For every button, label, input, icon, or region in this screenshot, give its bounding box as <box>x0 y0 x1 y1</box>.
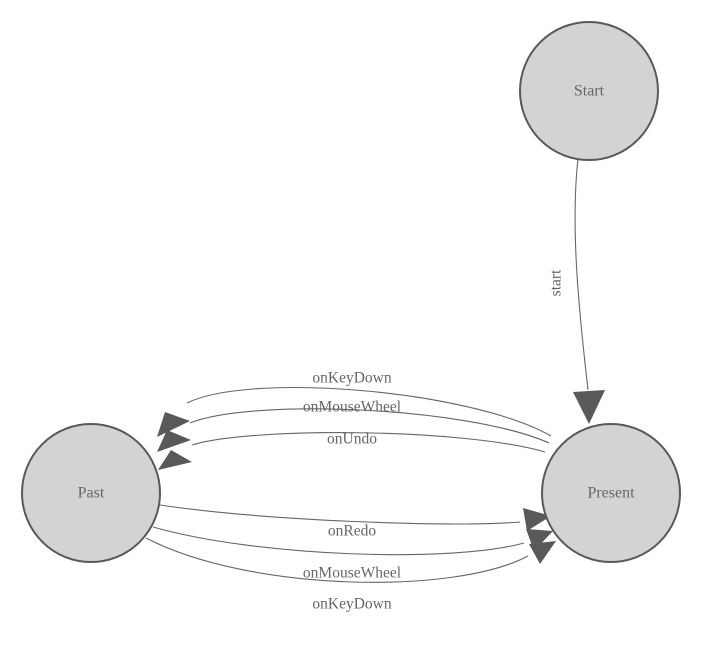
edge-present-to-past-undo-arrowhead <box>158 450 192 470</box>
edge-start-to-present: start <box>548 158 605 424</box>
edge-start-to-present-label: start <box>548 269 565 296</box>
node-present[interactable]: Present <box>541 423 681 563</box>
node-start[interactable]: Start <box>519 21 659 161</box>
edge-present-to-past-wheel-path <box>189 408 550 444</box>
edge-past-to-present-wheel-path <box>152 526 525 556</box>
edge-start-to-present-path <box>574 158 589 391</box>
edge-past-to-present-redo-label: onRedo <box>328 523 376 540</box>
node-past[interactable]: Past <box>21 423 161 563</box>
edge-past-to-present-keydown-arrowhead <box>529 541 556 564</box>
edge-past-to-present-keydown-label: onKeyDown <box>312 596 391 613</box>
edge-present-to-past-keydown-arrowhead <box>157 412 190 437</box>
edge-past-to-present-wheel-label: onMouseWheel <box>303 565 401 582</box>
edge-past-to-present-keydown: onKeyDown <box>145 537 556 613</box>
edge-present-to-past-keydown-label: onKeyDown <box>312 370 391 387</box>
edge-past-to-present-redo: onRedo <box>159 504 551 540</box>
node-present-circle[interactable] <box>541 423 681 563</box>
node-present-label: Present <box>587 485 635 502</box>
edge-past-to-present-redo-arrowhead <box>523 508 551 531</box>
edge-present-to-past-keydown: onKeyDown <box>157 370 552 437</box>
edge-present-to-past-keydown-path <box>186 387 552 437</box>
edge-present-to-past-wheel: onMouseWheel <box>157 399 550 452</box>
node-start-label: Start <box>574 83 605 100</box>
edge-present-to-past-undo-label: onUndo <box>327 431 377 448</box>
node-past-label: Past <box>78 485 105 502</box>
edge-present-to-past-wheel-label: onMouseWheel <box>303 399 401 416</box>
edge-present-to-past-undo: onUndo <box>158 431 546 470</box>
edge-past-to-present-keydown-path <box>145 537 529 583</box>
node-start-circle[interactable] <box>519 21 659 161</box>
edge-past-to-present-redo-path <box>159 504 521 525</box>
node-past-circle[interactable] <box>21 423 161 563</box>
edge-start-to-present-arrowhead <box>573 390 605 424</box>
edge-present-to-past-wheel-arrowhead <box>157 430 191 452</box>
edge-present-to-past-undo-path <box>191 432 546 453</box>
